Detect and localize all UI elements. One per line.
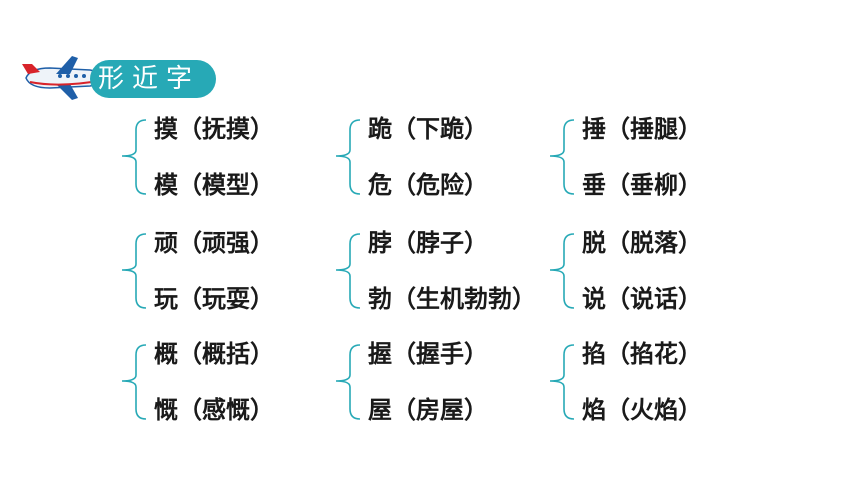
- word-group-3: 捶（捶腿） 垂（垂柳）: [546, 114, 776, 199]
- word-group-1: 摸（抚摸） 模（模型）: [118, 114, 348, 199]
- brace-icon: [549, 344, 575, 420]
- title-pill: [90, 60, 216, 98]
- word-top: 脖（脖子）: [368, 229, 488, 257]
- word-bottom: 玩（玩耍）: [154, 285, 274, 313]
- word-group-4: 顽（顽强） 玩（玩耍）: [118, 228, 348, 313]
- word-top: 脱（脱落）: [582, 229, 702, 257]
- word-top: 概（概括）: [154, 340, 274, 368]
- word-top: 跪（下跪）: [368, 115, 488, 143]
- word-bottom: 屋（房屋）: [368, 396, 488, 424]
- word-group-7: 概（概括） 慨（感慨）: [118, 339, 348, 424]
- brace-icon: [335, 233, 361, 309]
- section-header: 形近字: [20, 54, 216, 104]
- brace-icon: [335, 119, 361, 195]
- brace-icon: [549, 119, 575, 195]
- word-group-2: 跪（下跪） 危（危险）: [332, 114, 562, 199]
- word-top: 握（握手）: [368, 340, 488, 368]
- brace-icon: [121, 233, 147, 309]
- word-group-5: 脖（脖子） 勃（生机勃勃）: [332, 228, 562, 313]
- word-bottom: 慨（感慨）: [154, 396, 274, 424]
- brace-icon: [549, 233, 575, 309]
- brace-icon: [121, 119, 147, 195]
- word-group-8: 握（握手） 屋（房屋）: [332, 339, 562, 424]
- word-bottom: 模（模型）: [154, 171, 274, 199]
- word-top: 摸（抚摸）: [154, 115, 274, 143]
- word-bottom: 垂（垂柳）: [582, 171, 702, 199]
- word-bottom: 说（说话）: [582, 285, 702, 313]
- brace-icon: [121, 344, 147, 420]
- word-top: 掐（掐花）: [582, 340, 702, 368]
- word-top: 顽（顽强）: [154, 229, 274, 257]
- word-bottom: 焰（火焰）: [582, 396, 702, 424]
- section-title: 形近字: [98, 64, 201, 94]
- brace-icon: [335, 344, 361, 420]
- word-group-6: 脱（脱落） 说（说话）: [546, 228, 776, 313]
- word-bottom: 勃（生机勃勃）: [368, 285, 536, 313]
- word-bottom: 危（危险）: [368, 171, 488, 199]
- word-group-9: 掐（掐花） 焰（火焰）: [546, 339, 776, 424]
- word-top: 捶（捶腿）: [582, 115, 702, 143]
